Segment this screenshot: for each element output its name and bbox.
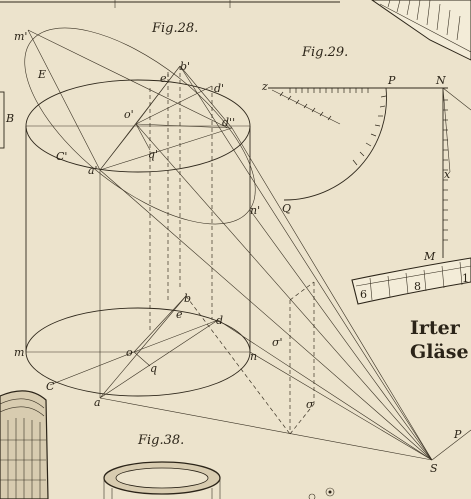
label-d-prime: d' (214, 82, 224, 95)
figure-29-labels: Fig.29. z P N x Q M (261, 45, 451, 263)
label-a: a (94, 396, 101, 409)
label-z: z (261, 80, 268, 93)
fig38-caption: Fig.38. (137, 433, 184, 448)
figure-38-illustration (103, 461, 221, 499)
tilted-ellipse (24, 27, 256, 225)
label-q: q (150, 362, 157, 375)
label-m: m (14, 346, 24, 359)
label-S: S (430, 462, 438, 475)
figure-29-ticks (279, 88, 448, 241)
figure-28-labels: Fig.28. m' E b' e' d' o' d'' C' q' a' n'… (5, 21, 462, 475)
label-b-prime: b' (180, 60, 190, 73)
label-e: e (176, 308, 183, 321)
label-a-prime: a' (88, 164, 98, 177)
scale-num-8: 8 (414, 280, 421, 293)
label-b: b (184, 292, 191, 305)
label-B: B (5, 112, 14, 125)
scale-num-6: 6 (360, 288, 367, 301)
fig28-caption: Fig.28. (151, 21, 198, 36)
label-o-prime: o' (124, 108, 134, 121)
label-n: n (250, 350, 257, 363)
label-C: C (46, 380, 55, 393)
partial-heading-line-1: Irter (410, 317, 461, 339)
label-m-prime: m' (14, 30, 27, 43)
label-N: N (435, 74, 446, 87)
label-sigma-prime: σ' (272, 336, 283, 349)
label-x: x (444, 168, 451, 181)
label-fig29-P: P (387, 74, 396, 87)
label-E: E (37, 68, 46, 81)
ornament-circles (308, 487, 335, 499)
fig29-caption: Fig.29. (301, 45, 348, 60)
ruler-top-right (371, 0, 471, 61)
label-n-prime: n' (250, 204, 260, 217)
label-d-double: d'' (222, 116, 235, 129)
label-C-prime: C' (56, 150, 67, 163)
label-e-prime: e' (160, 72, 170, 85)
partial-heading-line-2: Gläse (410, 341, 469, 363)
left-edge-frame (0, 91, 5, 149)
label-Q: Q (282, 202, 291, 215)
label-M: M (423, 250, 436, 263)
label-q-prime: q' (148, 148, 158, 161)
woven-basket-illustration (0, 390, 49, 499)
scale-num-1: 1 (462, 272, 469, 285)
label-sigma: σ (306, 398, 314, 411)
figure-28-diagram (24, 27, 471, 461)
label-P: P (453, 428, 462, 441)
label-o: o (126, 346, 133, 359)
curved-scale: 6 8 1 (351, 257, 471, 305)
label-d: d (216, 314, 223, 327)
